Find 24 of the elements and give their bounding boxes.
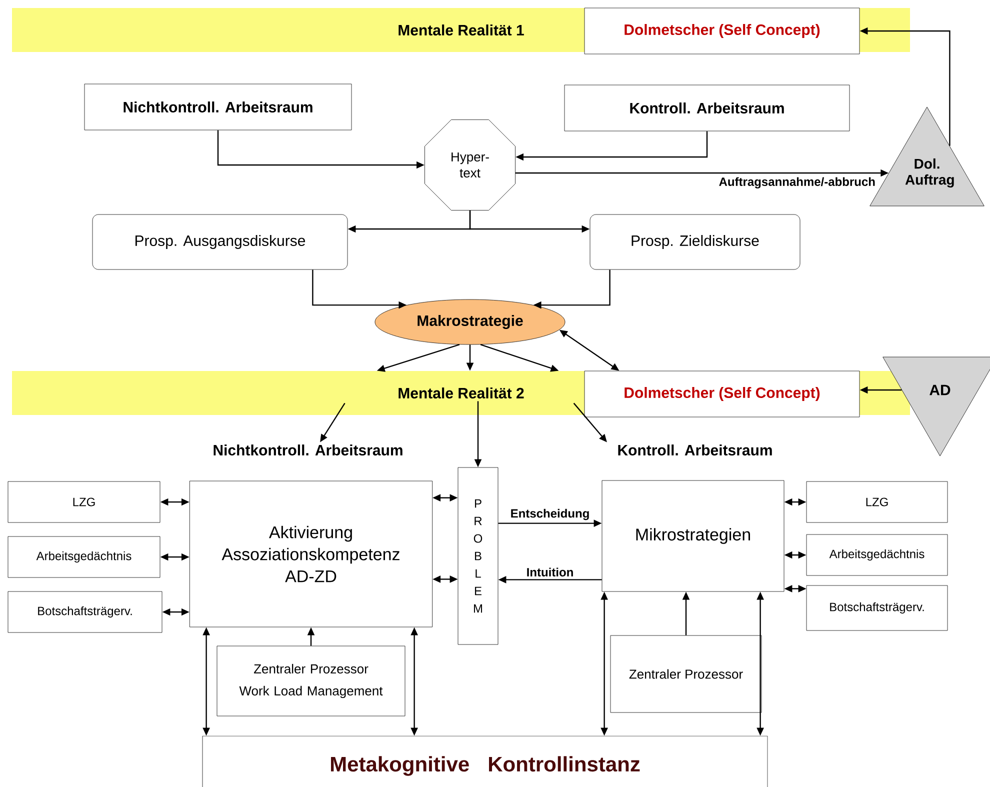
triangle: AD xyxy=(882,356,990,456)
process-box: Aktivierung Assoziationskompetenz AD-ZD xyxy=(189,480,433,628)
process-box: Botschaftsträgerv. xyxy=(806,585,948,631)
text-box: Dolmetscher (Self Concept) xyxy=(584,370,860,418)
process-box: LZG xyxy=(806,481,948,523)
heading-text: Kontroll. Arbeitsraum xyxy=(618,444,772,456)
text-box: Nichtkontroll. Arbeitsraum xyxy=(84,84,352,130)
rounded-box: Prosp. Zieldiskurse xyxy=(590,214,800,270)
text-box: Dolmetscher (Self Concept) xyxy=(584,8,860,54)
process-box: Mikrostrategien xyxy=(602,480,784,592)
process-box: LZG xyxy=(8,481,160,523)
octagon: Hyper- text xyxy=(424,120,516,210)
text-box: Kontroll. Arbeitsraum xyxy=(564,84,850,132)
process-box: Metakognitive Kontrollinstanz xyxy=(202,736,768,787)
rounded-box: Prosp. Ausgangsdiskurse xyxy=(92,214,348,270)
heading-text: Nichtkontroll. Arbeitsraum xyxy=(214,444,402,456)
process-box: Botschaftsträgerv. xyxy=(8,591,162,633)
process-box: Zentraler Prozessor Work Load Management xyxy=(216,646,406,716)
process-box: Arbeitsgedächtnis xyxy=(806,534,948,576)
edge-label: Entscheidung xyxy=(511,508,589,520)
process-box: Zentraler Prozessor xyxy=(610,635,762,713)
process-box: P R O B L E M xyxy=(458,467,498,645)
edge-label: Intuition xyxy=(527,568,573,576)
process-box: Arbeitsgedächtnis xyxy=(8,536,160,578)
